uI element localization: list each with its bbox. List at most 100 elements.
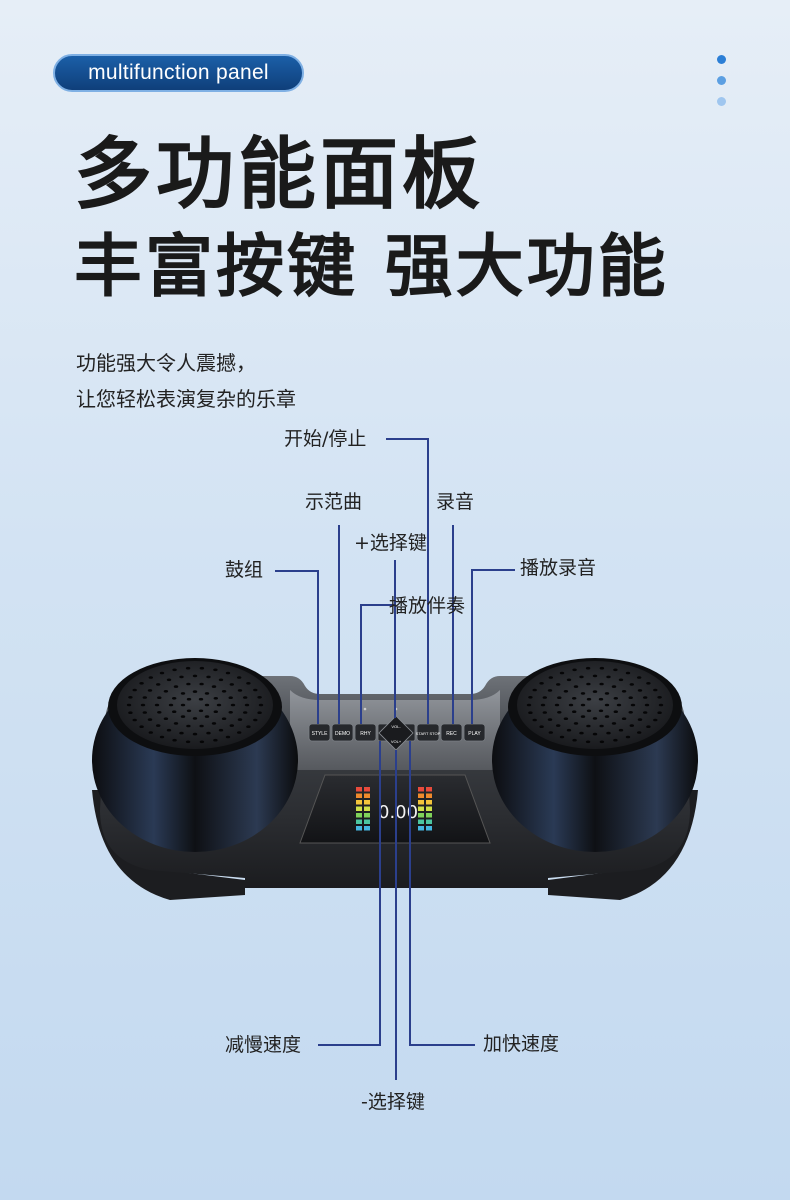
grille-hole	[580, 703, 586, 707]
grille-hole	[173, 722, 179, 725]
grille-hole	[585, 666, 591, 670]
headline-primary: 多功能面板	[74, 130, 485, 220]
grille-hole	[599, 740, 605, 744]
grille-hole	[559, 735, 565, 739]
grille-hole	[148, 676, 153, 679]
grille-hole	[637, 718, 643, 721]
callout-start-stop: 开始/停止	[284, 428, 367, 450]
grille-hole	[166, 728, 172, 732]
grille-hole	[628, 696, 633, 699]
level-meter-segment	[426, 800, 432, 805]
grille-hole	[611, 722, 617, 725]
grille-hole	[132, 718, 137, 722]
start-stop-button[interactable]: START STOP	[416, 723, 441, 742]
grille-hole	[653, 688, 658, 692]
grille-hole	[163, 690, 169, 693]
grille-hole	[147, 689, 153, 692]
grille-hole	[225, 735, 231, 739]
grille-hole	[613, 710, 618, 713]
grille-hole	[559, 671, 565, 675]
left-stand	[92, 790, 245, 900]
grille-hole	[613, 738, 618, 742]
grille-hole	[616, 703, 622, 707]
grille-hole	[539, 682, 544, 685]
grille-hole	[572, 738, 577, 742]
grille-hole	[586, 697, 592, 701]
grille-hole	[621, 717, 627, 720]
grille-hole	[246, 682, 251, 685]
grille-hole	[573, 722, 579, 725]
grille-hole	[186, 682, 191, 686]
grille-hole	[192, 674, 198, 678]
button-row: STYLE DEMO RHY T T START STOP REC PLAY	[308, 707, 486, 751]
volume-pad[interactable]: VOL- VOL+	[378, 715, 414, 751]
grille-hole	[218, 678, 224, 682]
grille-hole	[653, 718, 658, 722]
start-stop-label: START STOP	[416, 731, 441, 736]
grille-hole	[168, 703, 174, 707]
grille-hole	[237, 718, 243, 721]
level-meter-segment	[364, 806, 370, 811]
callout-slow-down: 减慢速度	[225, 1034, 302, 1056]
grille-hole	[604, 703, 610, 707]
grille-hole	[225, 671, 231, 675]
grille-hole	[148, 731, 153, 734]
play-button[interactable]: PLAY	[463, 723, 486, 742]
grille-hole	[566, 728, 572, 732]
grille-hole	[126, 703, 132, 707]
callout-demo: 示范曲	[305, 491, 363, 513]
grille-hole	[557, 711, 562, 714]
style-button[interactable]: STYLE	[308, 723, 331, 742]
record-button[interactable]: REC	[440, 723, 463, 742]
level-meter-segment	[364, 826, 370, 831]
page-indicator	[717, 55, 727, 118]
grille-hole	[599, 682, 604, 686]
indicator-dot	[717, 55, 726, 64]
grille-hole	[246, 725, 251, 728]
grille-hole	[199, 666, 205, 670]
grille-hole	[643, 711, 648, 714]
grille-hole	[547, 718, 553, 721]
grille-hole	[557, 696, 562, 699]
grille-hole	[154, 703, 160, 707]
grille-hole	[199, 740, 205, 744]
grille-hole	[244, 703, 250, 707]
grille-hole	[230, 703, 236, 707]
rhythm-button[interactable]: RHY	[354, 723, 377, 742]
display-readout: 0.00	[378, 802, 418, 823]
grille-hole	[206, 731, 211, 735]
demo-button[interactable]: DEMO	[331, 723, 354, 742]
section-badge: multifunction panel	[53, 54, 304, 92]
grille-hole	[229, 724, 234, 727]
grille-hole	[554, 703, 560, 707]
callout-style: 鼓组	[225, 559, 264, 581]
level-meter-segment	[364, 800, 370, 805]
grille-hole	[172, 697, 177, 700]
grille-hole	[204, 715, 210, 718]
grille-hole	[156, 683, 161, 686]
level-meter-segment	[426, 826, 432, 831]
right-stand	[548, 790, 698, 900]
grille-hole	[237, 731, 242, 734]
grille-hole	[526, 703, 532, 707]
grille-hole	[218, 728, 224, 732]
grille-hole	[585, 740, 591, 744]
vol-minus-label: VOL-	[391, 724, 401, 729]
grille-hole	[556, 683, 561, 686]
grille-hole	[237, 689, 243, 692]
grille-hole	[243, 696, 248, 699]
grille-hole	[592, 732, 598, 736]
grille-hole	[629, 683, 634, 686]
callout-rhythm: 播放伴奏	[389, 595, 466, 617]
grille-hole	[229, 683, 234, 686]
grille-hole	[172, 710, 177, 713]
callout-line-slow-down	[318, 741, 381, 1046]
grille-hole	[625, 735, 631, 739]
grille-hole	[199, 724, 204, 728]
grille-hole	[586, 682, 591, 686]
grille-hole	[579, 675, 584, 679]
level-meter-segment	[426, 813, 432, 818]
level-meters	[356, 787, 432, 831]
grille-hole	[192, 732, 198, 736]
